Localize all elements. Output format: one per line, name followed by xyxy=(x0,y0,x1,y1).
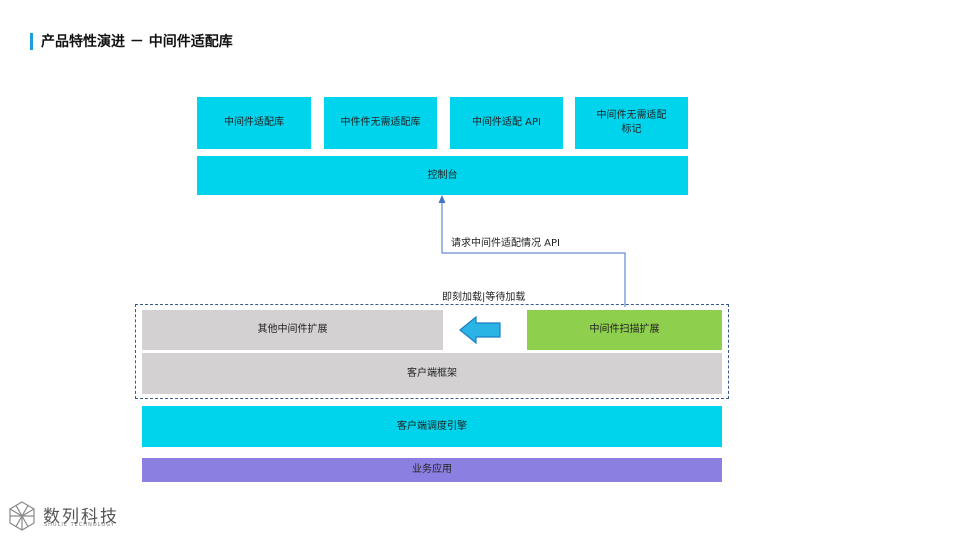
business-app-box: 业务应用 xyxy=(142,458,722,482)
request-connector-line xyxy=(441,201,626,307)
client-container xyxy=(135,304,729,399)
left-block-arrow-icon xyxy=(459,315,501,345)
middleware-adapter-lib-box: 中间件适配库 xyxy=(197,97,311,149)
middleware-no-adapt-mark-box: 中间件无需适配 标记 xyxy=(575,97,688,149)
middleware-adapter-api-box: 中间件适配 API xyxy=(450,97,563,149)
company-name-cn: 数列科技 xyxy=(43,507,119,527)
client-framework-box: 客户端框架 xyxy=(142,353,722,394)
client-scheduler-box: 客户端调度引擎 xyxy=(142,406,722,447)
middleware-no-adapt-lib-box: 中件件无需适配库 xyxy=(324,97,437,149)
middleware-scan-ext-box: 中间件扫描扩展 xyxy=(527,310,722,350)
title-accent-bar xyxy=(30,33,33,50)
console-box: 控制台 xyxy=(197,156,688,195)
company-name-en: SHULIE TECHNOLOGY xyxy=(44,522,115,528)
company-logo-icon xyxy=(9,501,35,531)
other-middleware-ext-box: 其他中间件扩展 xyxy=(142,310,443,350)
page-title: 产品特性演进 － 中间件适配库 xyxy=(41,34,233,50)
request-arrowhead xyxy=(438,195,446,203)
request-api-label: 请求中间件适配情况 API xyxy=(451,238,560,249)
load-mode-label: 即刻加载|等待加载 xyxy=(442,292,526,303)
